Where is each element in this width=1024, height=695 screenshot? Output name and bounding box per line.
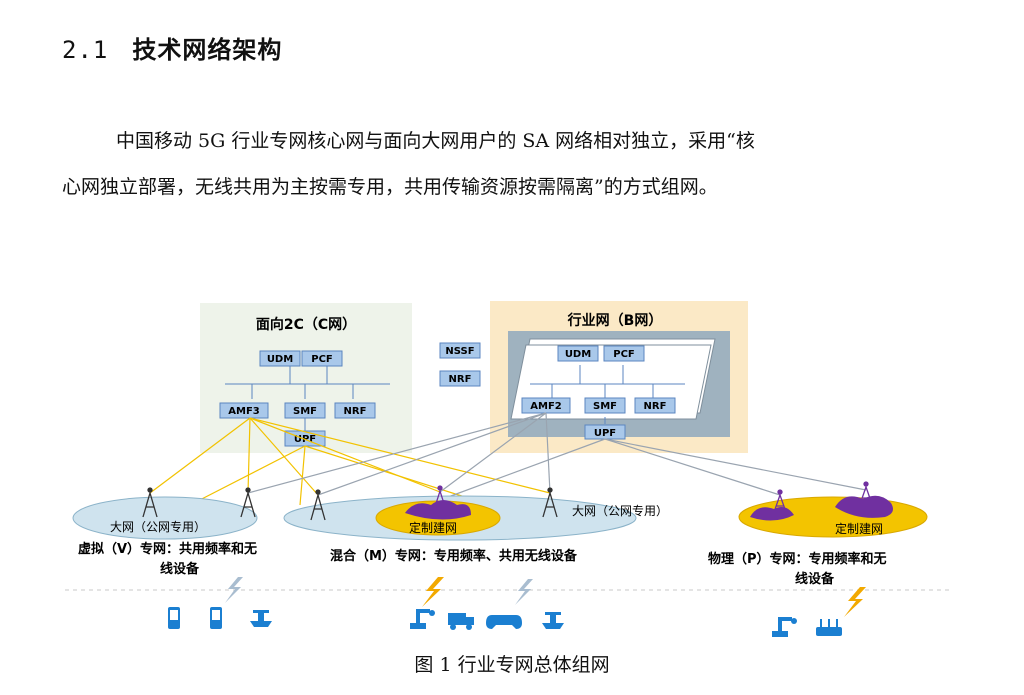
c-nrf-label: NRF	[344, 406, 367, 417]
phone-icon	[168, 607, 180, 629]
network-architecture-diagram: 面向2C（C网） UDM PCF AMF3 SMF NRF UPF NSSF N…	[65, 301, 950, 637]
c-network-links	[149, 417, 551, 506]
tower-icon	[772, 489, 788, 516]
shared-nrf-label: NRF	[449, 374, 472, 385]
paragraph-line-2: 心网独立部署，无线共用为主按需专用，共用传输资源按需隔离”的方式组网。	[62, 176, 718, 198]
tower-icon	[432, 485, 448, 514]
tower-icon	[858, 481, 874, 508]
b-smf-box	[584, 397, 626, 414]
middle-public-network-label: 大网（公网专用）	[572, 503, 668, 518]
lightning-icon	[844, 587, 866, 617]
tower-icons	[142, 481, 874, 521]
nssf-label: NSSF	[445, 346, 474, 357]
nssf-box	[439, 342, 481, 359]
physical-mode-label-line2: 线设备	[795, 571, 835, 587]
middle-custom-network-label: 定制建网	[409, 520, 457, 535]
c-smf-box	[284, 402, 326, 419]
b-smf-label: SMF	[593, 401, 617, 412]
paragraph-line-1: 中国移动 5G 行业专网核心网与面向大网用户的 SA 网络相对独立，采用“核	[116, 130, 755, 152]
b-amf-label: AMF2	[530, 401, 562, 412]
c-nrf-box	[334, 402, 376, 419]
b-upf-label: UPF	[594, 428, 616, 439]
custom-cloud-right-1	[750, 507, 794, 521]
section-title: 技术网络架构	[132, 35, 283, 64]
lightning-icons	[225, 577, 866, 617]
lightning-icon	[225, 577, 243, 603]
b-network-title: 行业网（B网）	[567, 312, 663, 329]
c-pcf-box	[301, 350, 343, 367]
c-smf-label: SMF	[293, 406, 317, 417]
c-udm-box	[259, 350, 301, 367]
gamepad-icon	[486, 615, 522, 629]
b-udm-box	[557, 345, 599, 362]
c-network-title: 面向2C（C网）	[256, 316, 356, 333]
device-icons	[168, 607, 842, 637]
tower-icon	[542, 487, 558, 518]
c-udm-label: UDM	[267, 354, 293, 365]
b-pcf-label: PCF	[613, 349, 635, 360]
robot-arm-icon	[410, 609, 435, 629]
custom-cloud-right-2	[835, 495, 893, 518]
hybrid-mode-label: 混合（M）专网：专用频率、共用无线设备	[330, 548, 578, 564]
c-amf-box	[219, 402, 269, 419]
custom-cloud-middle	[405, 500, 471, 520]
b-udm-label: UDM	[565, 349, 591, 360]
truck-icon	[448, 613, 474, 630]
lightning-icon	[422, 577, 444, 607]
tower-icon	[310, 489, 326, 521]
b-pcf-box	[603, 345, 645, 362]
b-nrf-label: NRF	[644, 401, 667, 412]
left-public-network-label: 大网（公网专用）	[110, 519, 206, 534]
c-amf-label: AMF3	[228, 406, 260, 417]
robot-arm-icon	[772, 617, 797, 637]
public-network-ellipse-left	[72, 496, 258, 540]
virtual-mode-label-line2: 线设备	[160, 561, 200, 577]
virtual-mode-label-line1: 虚拟（V）专网：共用频率和无	[78, 541, 257, 557]
right-custom-network-label: 定制建网	[835, 521, 883, 536]
figure-caption: 图 1 行业专网总体组网	[414, 654, 610, 676]
tower-icon	[142, 487, 158, 518]
drone-icon	[250, 610, 272, 627]
b-nrf-box	[634, 397, 676, 414]
c-network-panel	[200, 303, 412, 453]
router-icon	[816, 619, 842, 636]
c-pcf-label: PCF	[311, 354, 333, 365]
phone-icon	[210, 607, 222, 629]
drone-icon	[542, 612, 564, 629]
b-network-links	[247, 412, 867, 501]
section-number: 2.1	[62, 36, 109, 64]
physical-mode-label-line1: 物理（P）专网：专用频率和无	[708, 551, 887, 567]
lightning-icon	[515, 579, 533, 605]
section-heading: 2.1 技术网络架构	[62, 30, 282, 65]
tower-icon	[240, 487, 256, 518]
shared-nrf-box	[439, 370, 481, 387]
